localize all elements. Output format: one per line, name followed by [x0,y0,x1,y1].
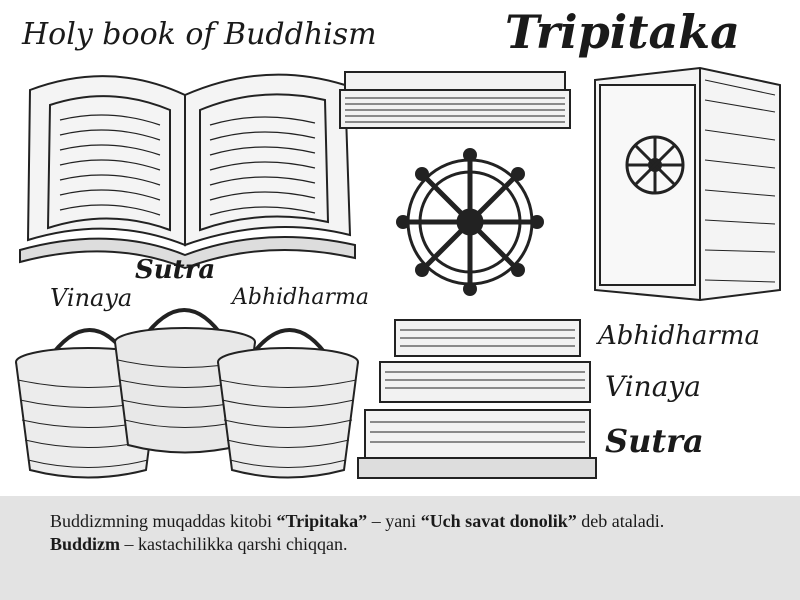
label-abhidharma-right: Abhidharma [596,321,760,351]
book-stack-top-icon [339,71,571,129]
label-vinaya-right: Vinaya [605,370,701,403]
tripitaka-illustration: Holy book of Buddhism Tripitaka [15,5,781,479]
caption-uch-savat-term: “Uch savat donolik” [420,511,577,531]
dharma-wheel-icon [396,148,544,296]
open-book-icon [19,73,356,270]
label-abhidharma-left: Abhidharma [230,285,369,310]
caption-text-1e: deb ataladi. [576,511,665,531]
caption-tripitaka-term: “Tripitaka” [276,511,368,531]
caption-text-1a: Buddizmning muqaddas kitobi [50,511,277,531]
caption-text-1c: – yani [367,511,421,531]
basket-right-icon [217,328,359,479]
label-sutra-top: Sutra [135,255,215,285]
illustration-drawing: Holy book of Buddhism Tripitaka [15,5,781,479]
caption-text-2b: – kastachilikka qarshi chiqqan. [120,534,348,554]
title-tripitaka: Tripitaka [505,5,740,59]
label-sutra-right: Sutra [605,422,704,460]
label-vinaya-left: Vinaya [50,284,132,312]
book-stack-bottom-icon [357,319,597,479]
closed-book-icon [594,66,781,302]
title-holy-book: Holy book of Buddhism [21,17,377,52]
caption-paragraph-1: Buddizmning muqaddas kitobi “Tripitaka” … [10,510,792,533]
caption-paragraph-2: Buddizm – kastachilikka qarshi chiqqan. [10,533,792,556]
caption-box: Buddizmning muqaddas kitobi “Tripitaka” … [0,496,800,600]
caption-buddizm-term: Buddizm [50,534,121,554]
